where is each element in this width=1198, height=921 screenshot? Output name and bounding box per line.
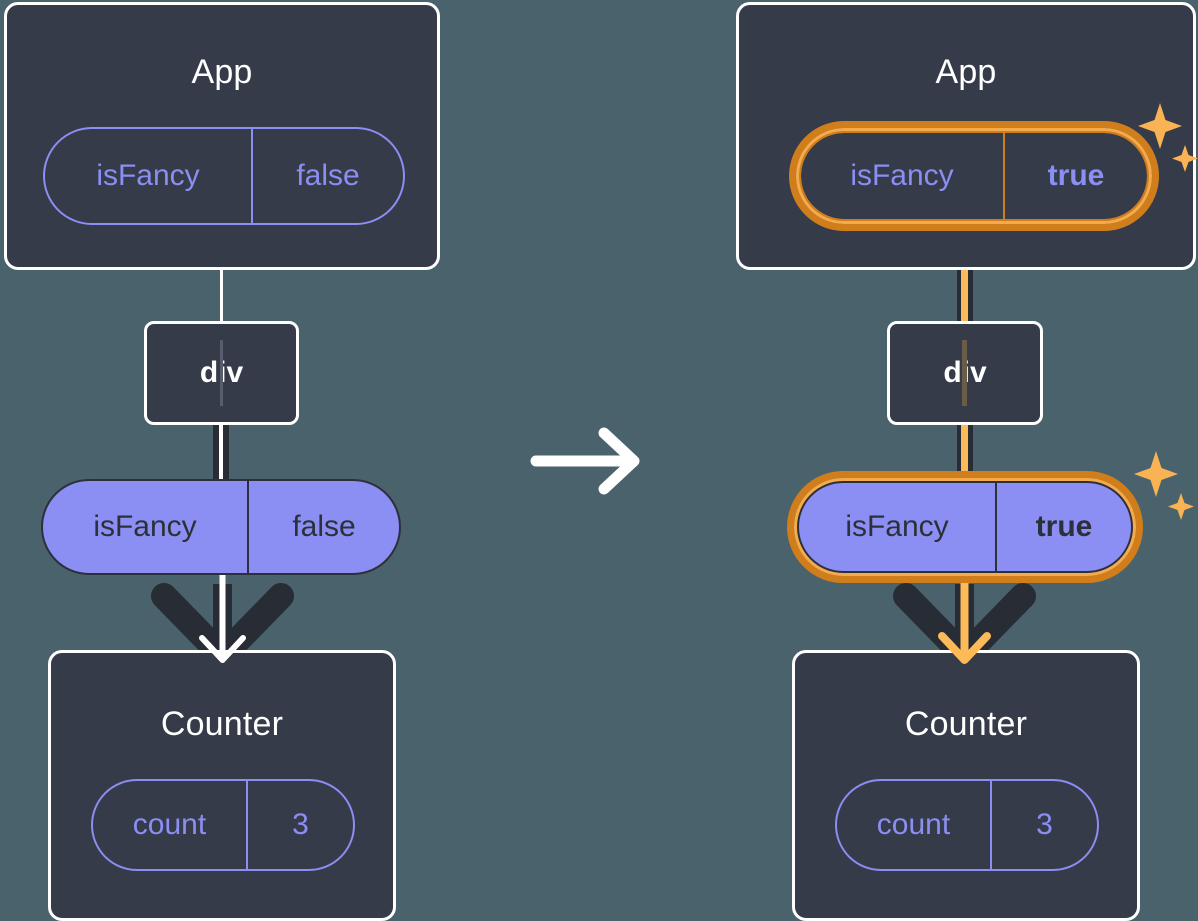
sparkles-icon — [1134, 451, 1194, 520]
prop-value: true — [1035, 510, 1093, 543]
prop-value: false — [292, 510, 356, 543]
state-key: count — [876, 808, 951, 841]
pill-divider — [995, 483, 997, 571]
counter-card-after: Counter count 3 — [792, 650, 1140, 921]
app-card-after: App isFancy true — [736, 2, 1198, 270]
app-card-before: App isFancy false — [4, 2, 440, 270]
pill-divider — [251, 129, 253, 223]
counter-state-pill-after: count 3 — [835, 779, 1099, 871]
app-card-title: App — [935, 53, 997, 91]
counter-card-title: Counter — [160, 705, 284, 743]
prop-key: isFancy — [845, 510, 949, 543]
edge-through-div-before — [220, 340, 223, 406]
edge-div-to-prop-after-core — [961, 423, 968, 487]
edge-through-div-after — [962, 340, 967, 406]
prop-key: isFancy — [93, 510, 197, 543]
pill-divider — [246, 781, 248, 869]
state-value: 3 — [1036, 808, 1053, 841]
arrow-prop-to-counter-before-core — [199, 574, 246, 663]
state-key: count — [132, 808, 207, 841]
prop-pill-before: isFancy false — [41, 479, 401, 575]
app-state-pill-after: isFancy true — [799, 131, 1149, 221]
counter-card-before: Counter count 3 — [48, 650, 396, 921]
pill-divider — [247, 481, 249, 573]
counter-state-pill-before: count 3 — [91, 779, 355, 871]
sparkles-icon — [1138, 103, 1198, 172]
pill-divider — [990, 781, 992, 869]
state-value: false — [296, 159, 360, 192]
state-key: isFancy — [96, 159, 200, 192]
edge-app-to-div-before — [220, 262, 223, 324]
counter-card-title: Counter — [904, 705, 1028, 743]
edge-app-to-div-after-core — [961, 215, 968, 327]
prop-pill-after: isFancy true — [797, 481, 1133, 573]
state-key: isFancy — [850, 159, 954, 192]
state-value: true — [1047, 159, 1105, 192]
edge-div-to-prop-before-core — [219, 423, 223, 487]
transition-arrow-icon — [530, 427, 640, 495]
state-value: 3 — [292, 808, 309, 841]
app-state-pill-before: isFancy false — [43, 127, 405, 225]
pill-divider — [1003, 133, 1005, 219]
arrow-prop-to-counter-after-core — [938, 574, 991, 664]
app-card-title: App — [191, 53, 253, 91]
